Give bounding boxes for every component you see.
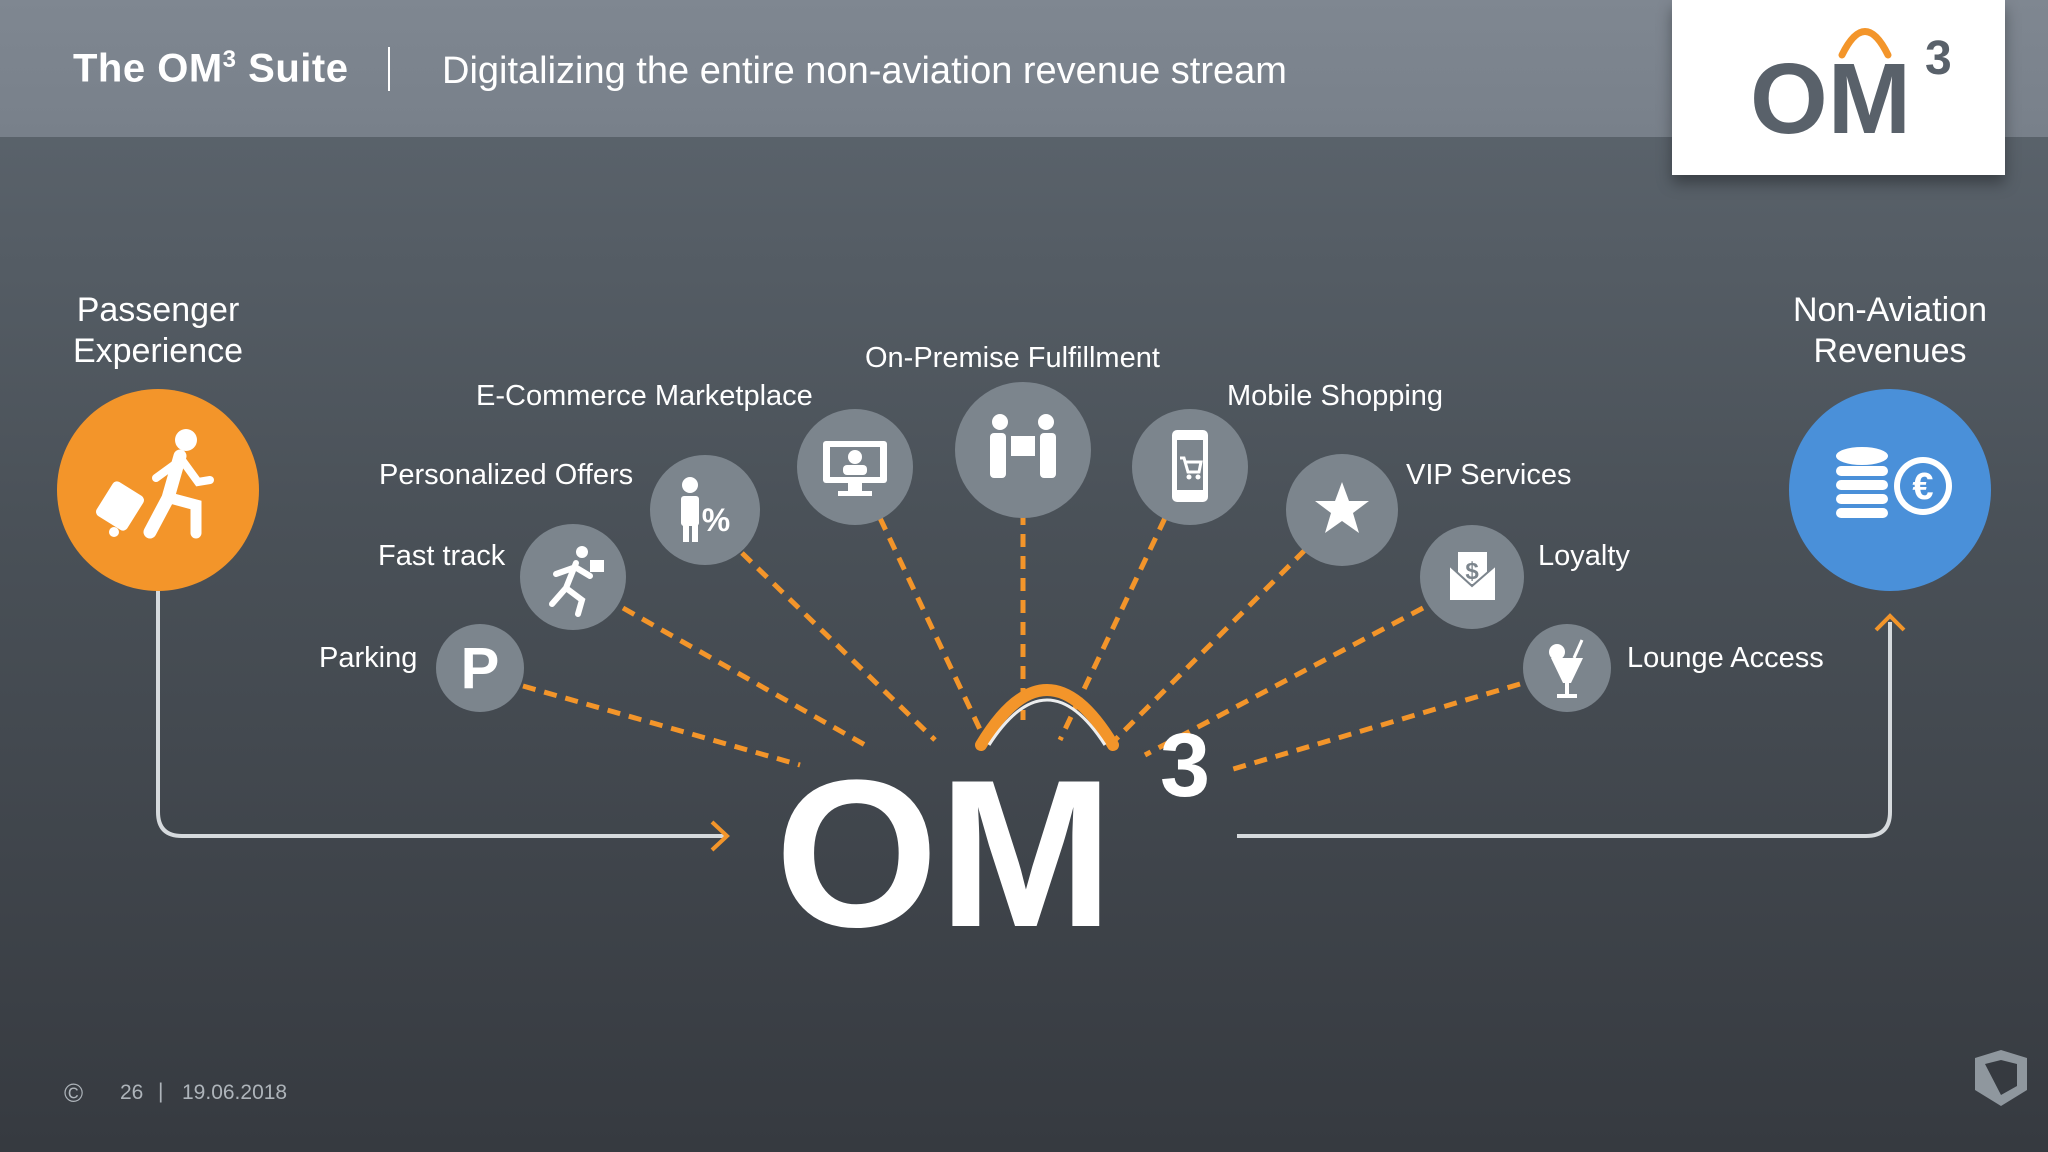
- person-percent-icon: %: [681, 477, 730, 542]
- label-loyalty: Loyalty: [1538, 540, 1630, 572]
- coins-euro-icon: €: [1836, 447, 1952, 518]
- smartphone-cart-icon: [1172, 430, 1208, 502]
- parking-icon: P: [461, 636, 500, 701]
- om3-logo-mark: OM 3: [1750, 28, 1952, 155]
- label-vip: VIP Services: [1406, 459, 1572, 491]
- footer-separator: |: [158, 1080, 164, 1103]
- center-logo-text: OM: [775, 736, 1113, 971]
- page-title: The OM3 Suite: [73, 46, 349, 91]
- label-fulfillment: On-Premise Fulfillment: [865, 342, 1160, 374]
- label-offers: Personalized Offers: [379, 459, 634, 491]
- passenger-circle: [57, 389, 259, 591]
- label-fast-track: Fast track: [378, 540, 506, 572]
- traveler-luggage-icon: [96, 429, 214, 539]
- spoke-loyalty: [1143, 605, 1425, 758]
- label-ecommerce: E-Commerce Marketplace: [476, 380, 813, 412]
- footer-date: 19.06.2018: [182, 1081, 288, 1104]
- svg-text:%: %: [702, 502, 730, 538]
- offers-circle: [650, 455, 760, 565]
- label-mobile: Mobile Shopping: [1227, 380, 1444, 412]
- spoke-offers: [740, 551, 937, 742]
- center-bag-handle: [975, 684, 1119, 751]
- spokes: [522, 512, 1521, 773]
- revenue-circle: [1789, 389, 1991, 591]
- spoke-lounge: [1229, 681, 1521, 773]
- label-parking: Parking: [319, 642, 418, 674]
- center-bag-handle-inner: [987, 698, 1107, 746]
- label-lounge: Lounge Access: [1627, 642, 1824, 674]
- spoke-vip: [1108, 548, 1307, 747]
- handover-icon: [990, 414, 1056, 478]
- center-logo-sup: 3: [1160, 716, 1210, 816]
- envelope-dollar-icon: $: [1449, 552, 1496, 600]
- svg-text:$: $: [1465, 558, 1479, 585]
- arrow-right-icon: [710, 820, 730, 852]
- copyright-icon: ©: [64, 1078, 84, 1108]
- arrow-up-icon: [1874, 613, 1906, 632]
- running-person-icon: [549, 546, 604, 617]
- star-icon: [1315, 482, 1369, 533]
- svg-text:€: €: [1912, 466, 1933, 508]
- page-subtitle: Digitalizing the entire non-aviation rev…: [442, 50, 1287, 92]
- header-divider: [388, 47, 390, 91]
- logo-text: OM: [1750, 43, 1911, 155]
- output-connector: [1237, 622, 1892, 838]
- cocktail-icon: [1549, 639, 1584, 698]
- monitor-icon: [823, 441, 887, 496]
- spoke-ecommerce: [877, 516, 988, 742]
- spoke-fast-track: [621, 605, 867, 748]
- om3-logo: OM 3: [1672, 0, 2005, 175]
- input-connector: [156, 590, 725, 838]
- spoke-parking: [522, 683, 801, 768]
- page-number: 26: [120, 1081, 144, 1104]
- logo-sup: 3: [1925, 32, 1952, 85]
- bag-handle-icon: [1838, 28, 1892, 59]
- parking-circle: [436, 624, 524, 712]
